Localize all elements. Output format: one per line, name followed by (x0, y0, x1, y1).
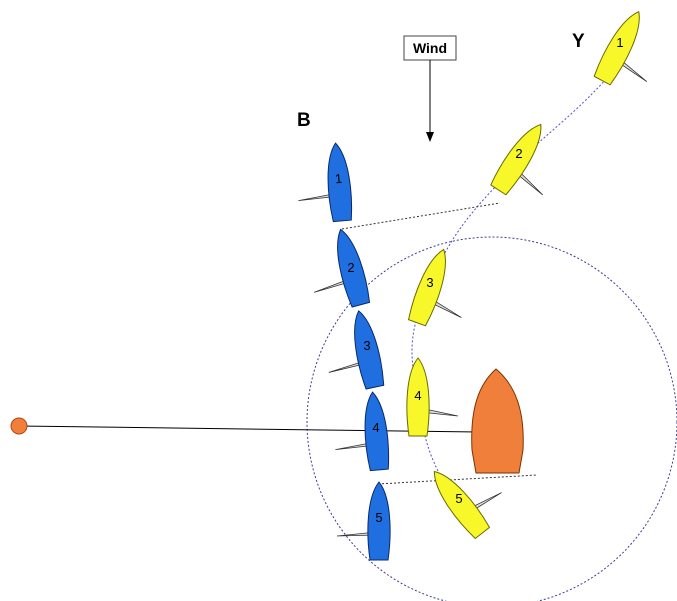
mark-boat (471, 368, 524, 474)
yellow-boat-3: 3 (406, 245, 465, 328)
wind-arrow-head (426, 132, 434, 142)
blue-boat-2: 2 (312, 225, 373, 309)
fleet-label-yellow: Y (572, 31, 585, 52)
blue-boat-5-number: 5 (375, 510, 382, 525)
blue-boat-4: 4 (334, 390, 391, 472)
yellow-boat-1-number: 1 (616, 35, 623, 50)
zone-circle (306, 236, 677, 601)
blue-boat-2-number: 2 (347, 260, 354, 275)
alignment-line-2 (341, 202, 501, 230)
yellow-boat-1: 1 (591, 5, 652, 87)
yellow-boat-2-number: 2 (515, 146, 522, 161)
yellow-boat-4: 4 (406, 357, 459, 437)
wind-label-box (403, 35, 457, 61)
yellow-boat-5: 5 (425, 464, 503, 541)
wind-indicator: Wind (403, 35, 457, 142)
fleet-label-blue: B (297, 110, 311, 131)
line-pin-to-mark (18, 425, 479, 433)
yellow-boat-5-number: 5 (455, 491, 462, 506)
wind-label: Wind (413, 40, 447, 56)
blue-boat-3-number: 3 (363, 338, 370, 353)
yellow-boat-2: 2 (488, 117, 551, 197)
blue-boat-5: 5 (336, 481, 391, 561)
yellow-boat-3-number: 3 (426, 275, 433, 290)
blue-boat-1-number: 1 (334, 171, 343, 187)
alignment-line-5 (377, 474, 538, 485)
blue-boat-3: 3 (327, 308, 387, 390)
blue-boat-1: 1 (297, 141, 354, 223)
yellow-boat-4-number: 4 (414, 388, 421, 403)
blue-boat-4-number: 4 (372, 420, 379, 435)
pin-buoy (10, 417, 28, 435)
